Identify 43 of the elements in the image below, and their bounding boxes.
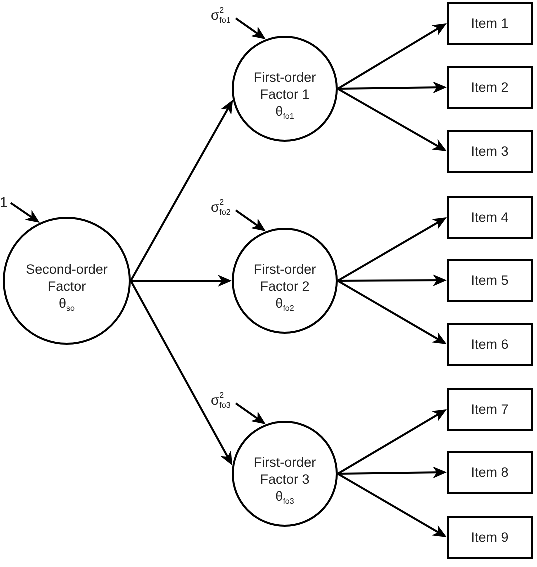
item-box — [447, 2, 533, 45]
item-label: Item 6 — [471, 336, 509, 353]
constant-label: 1 — [0, 192, 10, 210]
item-box — [447, 196, 533, 239]
item-box — [447, 516, 533, 559]
item-box — [447, 259, 533, 302]
factor-circle — [232, 421, 338, 527]
arrow — [337, 23, 447, 90]
item-label: Item 7 — [471, 401, 509, 418]
item-label: Item 2 — [471, 79, 509, 96]
arrow — [338, 466, 447, 479]
factor-circle — [3, 217, 131, 345]
parameter-label: θ$_{so}$ — [59, 294, 75, 312]
parameter-label: θ$_{fo3}$ — [276, 488, 294, 504]
arrow — [235, 402, 266, 425]
arrow — [338, 88, 447, 152]
item-box — [447, 451, 533, 494]
item-box — [447, 66, 533, 109]
arrow — [338, 274, 447, 287]
item-label: Item 9 — [471, 529, 509, 546]
item-label: Item 1 — [471, 15, 509, 32]
item-box — [447, 388, 533, 431]
item-box — [447, 323, 533, 366]
factor-circle — [232, 36, 338, 142]
arrow — [338, 218, 447, 282]
arrow — [131, 275, 232, 287]
factor-circle — [232, 228, 338, 334]
arrow — [338, 82, 447, 94]
arrow — [337, 409, 447, 475]
item-label: Item 3 — [471, 143, 509, 160]
arrow — [338, 473, 447, 538]
arrow — [10, 202, 40, 223]
item-label: Item 5 — [471, 272, 509, 289]
arrow — [130, 100, 234, 282]
arrow — [235, 18, 266, 40]
arrow — [338, 280, 447, 344]
parameter-label: θ$_{fo1}$ — [276, 102, 294, 120]
item-box — [447, 130, 533, 173]
item-label: Item 4 — [471, 209, 509, 226]
arrow — [235, 210, 266, 232]
parameter-label: θ$_{fo2}$ — [276, 294, 294, 312]
item-label: Item 8 — [471, 464, 509, 481]
arrow — [130, 280, 233, 466]
